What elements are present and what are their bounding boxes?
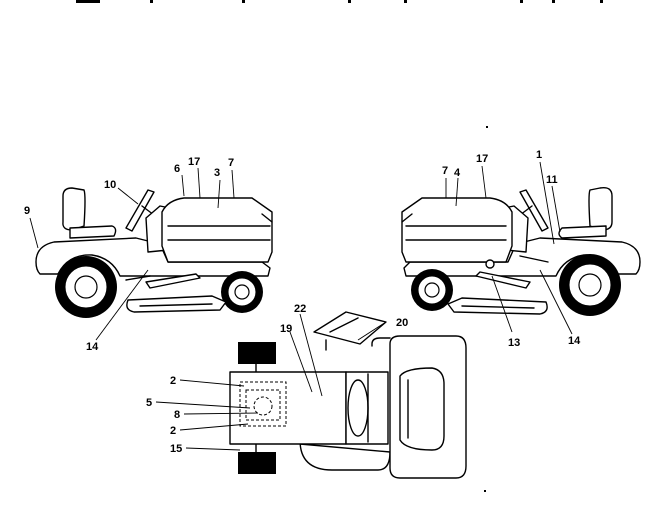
callout-top-2b: 2 [170,425,176,437]
left-side-tractor [35,187,273,318]
callout-left-3: 3 [214,167,220,179]
seat-left [62,187,86,231]
steering-wheel-right [519,189,549,232]
callout-top-22: 22 [294,303,306,315]
decal-dashed-circle [253,396,273,416]
top-edge-fragments [76,0,603,3]
top-view-tractor [229,311,467,479]
callout-right-11: 11 [546,174,558,186]
callout-labels: 9 10 6 17 3 7 14 7 4 17 1 11 13 14 22 19… [24,149,581,455]
rear-right-tire-top [238,452,276,474]
callout-left-7: 7 [228,157,234,169]
leader-lines [29,161,573,451]
callout-right-1: 1 [536,149,542,161]
deck-right [447,297,548,315]
callout-left-14: 14 [86,341,99,353]
callout-right-13: 13 [508,337,520,349]
deck-left [126,295,227,313]
callout-top-19: 19 [280,323,292,335]
callout-left-6: 6 [174,163,180,175]
seat-right [588,186,613,231]
steering-wheel-left [125,189,155,232]
decal-dashed-outer [239,381,287,427]
callout-left-9: 9 [24,205,30,217]
callout-top-20: 20 [396,317,408,329]
callout-left-17: 17 [188,156,200,168]
body-left [35,237,271,277]
callout-right-7: 7 [442,165,448,177]
hood-left [161,197,273,263]
hood-right [401,197,513,263]
callout-top-5: 5 [146,397,152,409]
rear-left-tire-top [238,342,276,364]
callout-top-2a: 2 [170,375,176,387]
callout-top-15: 15 [170,443,182,455]
callout-left-10: 10 [104,179,116,191]
callout-top-8: 8 [174,409,180,421]
callout-right-17: 17 [476,153,488,165]
callout-right-4: 4 [454,167,461,179]
right-side-tractor [401,186,641,316]
callout-right-14: 14 [568,335,581,347]
